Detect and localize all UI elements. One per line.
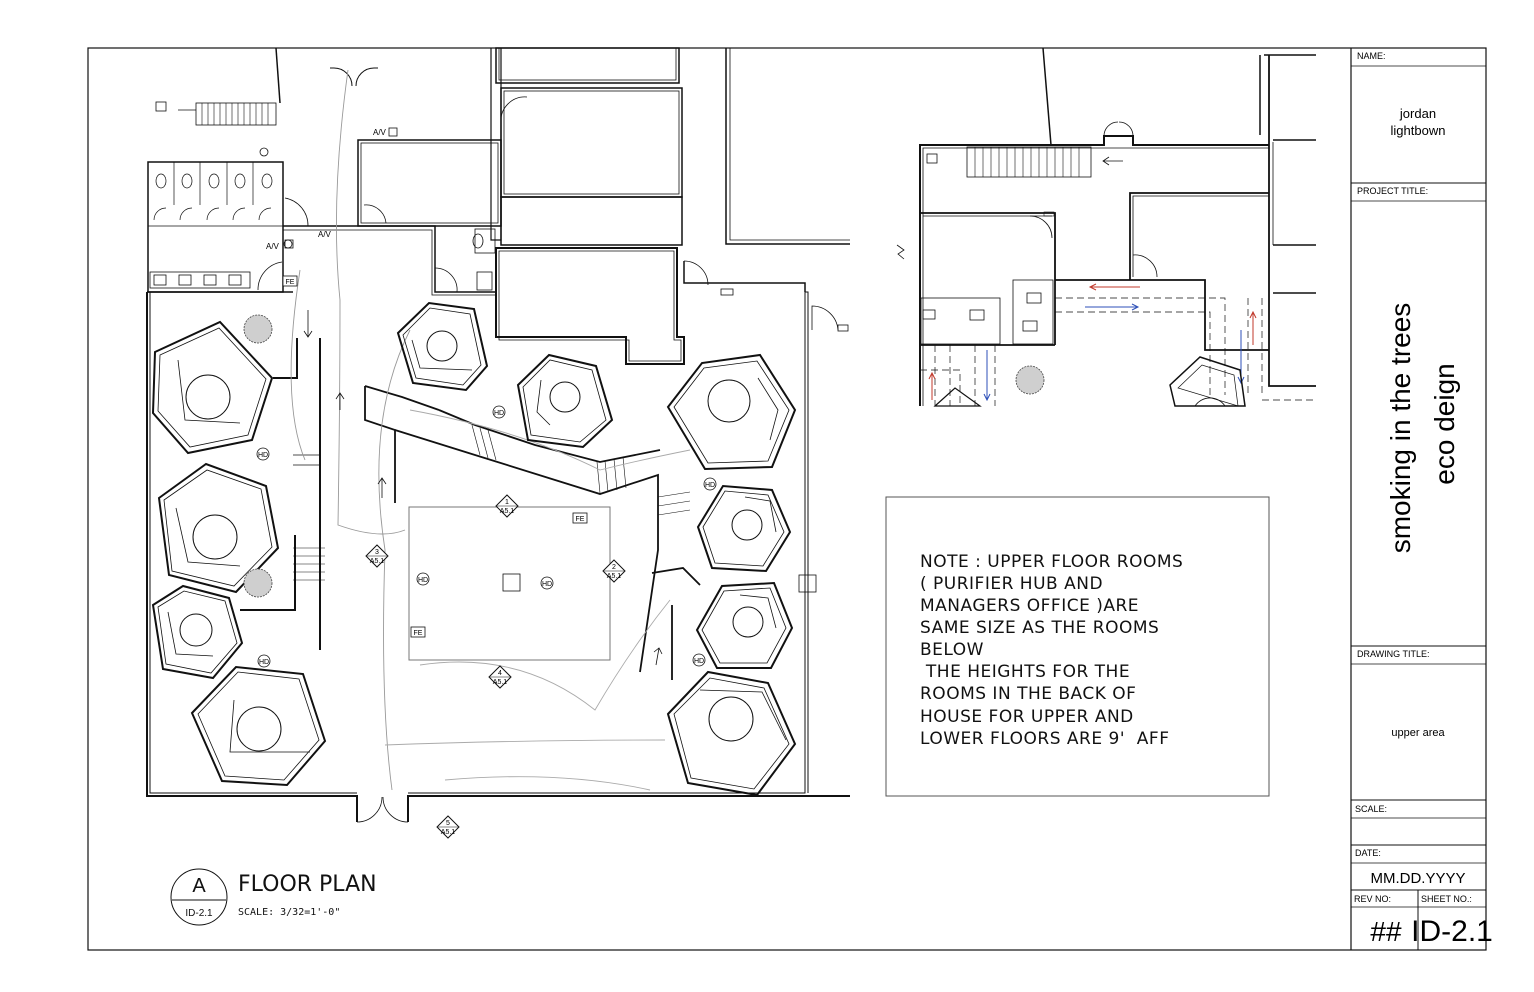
main-floor-plan xyxy=(146,47,850,823)
av-tag: A/V xyxy=(373,128,387,137)
detail-letter: A xyxy=(192,875,206,897)
svg-text:HD: HD xyxy=(258,452,268,459)
note-line: NOTE : UPPER FLOOR ROOMS xyxy=(920,552,1183,572)
svg-text:FE: FE xyxy=(414,630,423,637)
plan-tags: HD HD HD HD HD HD HD FE FE FE A/V A/V A/… xyxy=(256,127,717,839)
svg-text:3: 3 xyxy=(375,549,379,556)
svg-text:HD: HD xyxy=(542,581,552,588)
svg-text:A5.1: A5.1 xyxy=(370,558,385,565)
note-line: MANAGERS OFFICE )ARE xyxy=(920,596,1139,616)
svg-text:A5.1: A5.1 xyxy=(500,508,515,515)
project-title-line2: eco deign xyxy=(1429,363,1460,484)
upper-floor-inset xyxy=(896,47,1316,407)
central-stage xyxy=(408,506,611,661)
title-block: NAME: jordan lightbown PROJECT TITLE: sm… xyxy=(1350,48,1493,950)
detail-bubble xyxy=(170,868,228,926)
svg-text:FE: FE xyxy=(286,279,295,286)
stairs xyxy=(966,146,1092,178)
section-marker: 5 A5.1 xyxy=(436,815,460,839)
svg-text:1: 1 xyxy=(505,499,509,506)
project-title-label: PROJECT TITLE: xyxy=(1357,186,1428,196)
sheet-border xyxy=(87,47,1487,951)
fe-tag: FE xyxy=(410,626,426,638)
svg-text:2: 2 xyxy=(612,564,616,571)
av-tag: A/V xyxy=(266,242,280,251)
booth xyxy=(151,320,274,455)
sheet-no-value: ID-2.1 xyxy=(1411,915,1493,948)
booth xyxy=(516,353,614,449)
hd-tag: HD xyxy=(257,654,271,668)
name-label: NAME: xyxy=(1357,51,1386,61)
svg-text:A5.1: A5.1 xyxy=(441,829,456,836)
smoking-booths xyxy=(151,301,797,797)
svg-text:HD: HD xyxy=(705,482,715,489)
drawing-title-label: DRAWING TITLE: xyxy=(1357,649,1430,659)
airflow-arrows xyxy=(928,283,1257,402)
designer-name-line2: lightbown xyxy=(1391,123,1446,138)
svg-text:4: 4 xyxy=(498,670,502,677)
note-line: LOWER FLOORS ARE 9' AFF xyxy=(920,729,1170,749)
plan-scale: SCALE: 3/32=1'-0" xyxy=(238,907,340,918)
svg-text:HD: HD xyxy=(694,658,704,665)
svg-text:5: 5 xyxy=(446,820,450,827)
section-marker: 3 A5.1 xyxy=(365,544,389,568)
rev-no-value: ## xyxy=(1370,916,1402,947)
section-marker: 4 A5.1 xyxy=(488,665,512,689)
note-line: BELOW xyxy=(920,640,984,660)
date-value: MM.DD.YYYY xyxy=(1370,870,1465,887)
hd-tag: HD xyxy=(540,576,554,590)
plan-title: FLOOR PLAN xyxy=(238,872,377,897)
section-marker: 1 A5.1 xyxy=(495,494,519,518)
rev-no-label: REV NO: xyxy=(1354,894,1391,904)
tree-icon xyxy=(1015,365,1045,395)
svg-text:A5.1: A5.1 xyxy=(493,679,508,686)
duct-runs xyxy=(920,297,1316,406)
toilet-stalls xyxy=(153,162,273,221)
stairs xyxy=(195,102,277,126)
section-marker: 2 A5.1 xyxy=(602,559,626,583)
svg-text:FE: FE xyxy=(576,516,585,523)
tree-icon xyxy=(243,568,273,598)
hd-tag: HD xyxy=(692,653,706,667)
plan-label: A ID-2.1 FLOOR PLAN SCALE: 3/32=1'-0" xyxy=(170,868,377,926)
booth xyxy=(396,301,489,392)
fe-tag: FE xyxy=(572,512,588,524)
note-line: ( PURIFIER HUB AND xyxy=(920,574,1103,594)
hd-tag: HD xyxy=(256,447,270,461)
svg-text:A5.1: A5.1 xyxy=(607,573,622,580)
restroom-block xyxy=(147,161,284,293)
note-line: ROOMS IN THE BACK OF xyxy=(920,684,1136,704)
svg-text:HD: HD xyxy=(494,410,504,417)
direction-arrows xyxy=(303,156,1123,666)
note-box: NOTE : UPPER FLOOR ROOMS ( PURIFIER HUB … xyxy=(885,496,1270,797)
svg-text:HD: HD xyxy=(259,659,269,666)
booth xyxy=(696,484,792,573)
sheet-no-label: SHEET NO.: xyxy=(1421,894,1472,904)
project-title-line1: smoking in the trees xyxy=(1385,303,1416,554)
fe-tag: FE xyxy=(282,275,298,287)
tree-icon xyxy=(243,314,273,344)
booth xyxy=(695,581,794,669)
booth xyxy=(666,353,797,471)
detail-sheet-ref: ID-2.1 xyxy=(185,908,213,919)
note-line: SAME SIZE AS THE ROOMS xyxy=(920,618,1159,638)
note-line: THE HEIGHTS FOR THE xyxy=(920,662,1130,682)
scale-label: SCALE: xyxy=(1355,804,1387,814)
designer-name-line1: jordan xyxy=(1399,106,1436,121)
hd-tag: HD xyxy=(416,572,430,586)
tree-planters xyxy=(243,314,1045,598)
svg-text:HD: HD xyxy=(418,577,428,584)
booth xyxy=(666,670,797,797)
av-tag: A/V xyxy=(318,230,332,239)
note-line: HOUSE FOR UPPER AND xyxy=(920,707,1134,727)
date-label: DATE: xyxy=(1355,848,1381,858)
booth xyxy=(151,584,244,680)
booth xyxy=(157,462,280,594)
hd-tag: HD xyxy=(492,405,506,419)
booth xyxy=(190,665,327,787)
drawing-title: upper area xyxy=(1391,727,1445,739)
hd-tag: HD xyxy=(703,477,717,491)
